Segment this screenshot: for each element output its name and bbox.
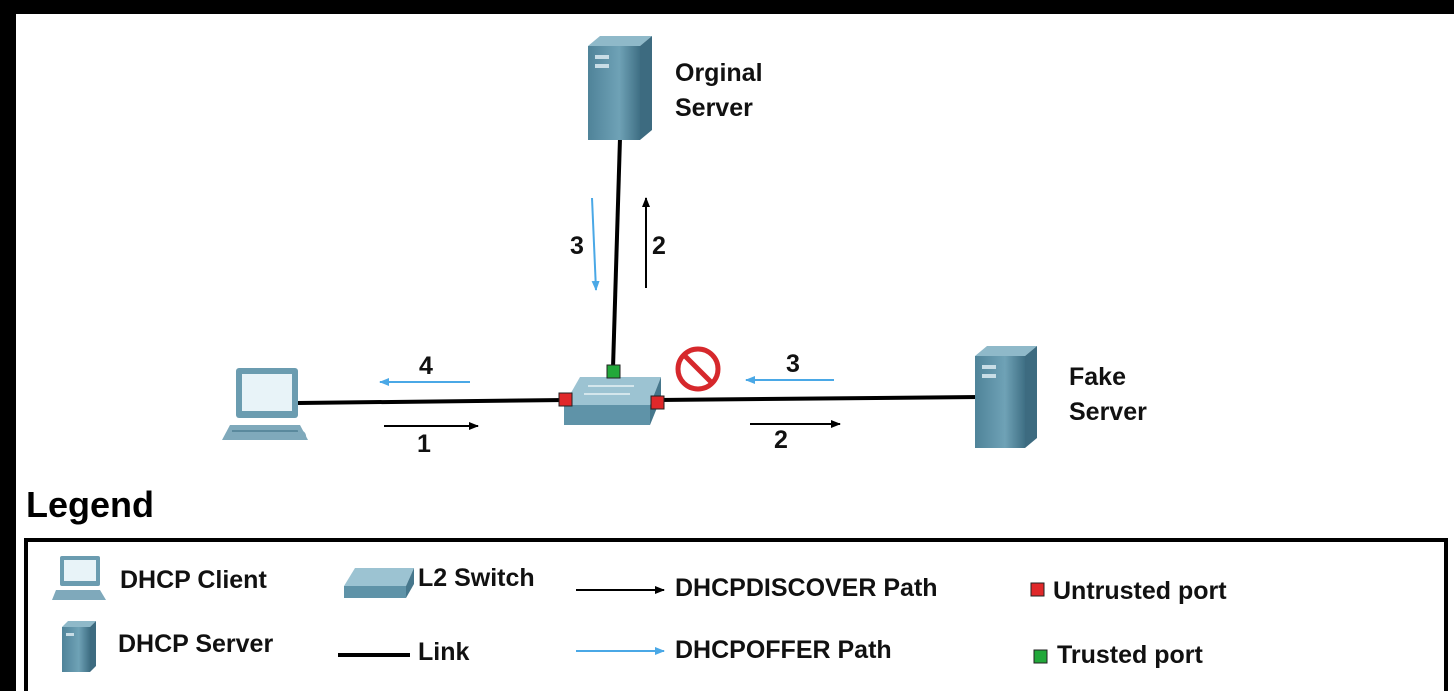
legend-server-icon (62, 621, 96, 672)
link-switch-fake-server (657, 395, 981, 402)
legend-trusted-label: Trusted port (1057, 641, 1203, 669)
dhcp-client-pc-icon (222, 368, 308, 440)
step-label-vertical-offer: 3 (570, 232, 584, 260)
step-label-left-discover: 1 (417, 430, 431, 458)
legend-box (24, 538, 1448, 691)
original-server-label: Orginal Server (675, 56, 763, 126)
legend-l2-switch-label: L2 Switch (418, 564, 535, 592)
legend-switch-icon (344, 568, 414, 598)
fake-server-label-line1: Fake (1069, 363, 1126, 391)
legend-offer-label: DHCPOFFER Path (675, 636, 892, 664)
legend-untrusted-label: Untrusted port (1053, 577, 1227, 605)
untrusted-port-right (650, 395, 665, 410)
legend-title: Legend (26, 484, 155, 525)
trusted-port-top (606, 364, 621, 379)
legend-discover-label: DHCPDISCOVER Path (675, 574, 938, 602)
step-label-right-discover: 2 (774, 426, 788, 454)
legend-dhcp-client-label: DHCP Client (120, 566, 267, 594)
fake-server-icon (975, 346, 1037, 448)
legend-link-label: Link (418, 638, 470, 666)
original-server-icon (588, 36, 652, 140)
legend-client-icon (52, 556, 106, 600)
blocked-icon (675, 346, 721, 392)
original-server-label-line2: Server (675, 94, 753, 122)
l2-switch-icon (564, 377, 661, 425)
untrusted-port-left (558, 392, 573, 407)
link-client-switch (297, 398, 567, 405)
step-label-vertical-discover: 2 (652, 232, 666, 260)
link-switch-original-server (611, 137, 622, 369)
step-label-right-offer: 3 (786, 350, 800, 378)
offer-arrow-down (591, 197, 600, 291)
legend-dhcp-server-label: DHCP Server (118, 630, 274, 658)
legend-trusted-swatch (1033, 649, 1048, 664)
original-server-label-line1: Orginal (675, 59, 763, 87)
legend-untrusted-swatch (1030, 582, 1045, 597)
fake-server-label-line2: Server (1069, 398, 1147, 426)
step-label-left-offer: 4 (419, 352, 433, 380)
fake-server-label: Fake Server (1069, 360, 1147, 430)
